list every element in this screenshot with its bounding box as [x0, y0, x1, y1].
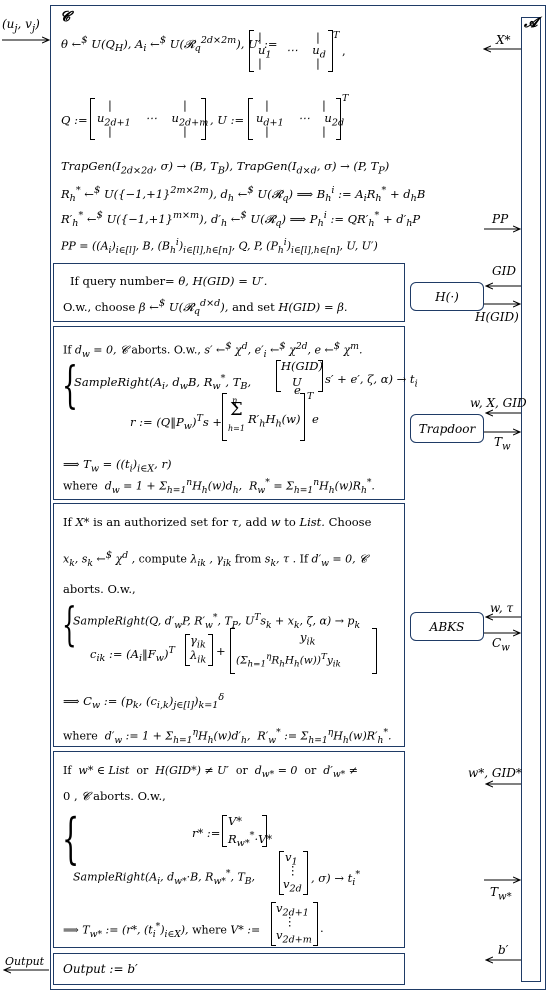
output-box	[53, 953, 405, 985]
challenger-label: 𝓒	[60, 9, 70, 25]
msg-wstar-gidstar: w*, GID*	[468, 766, 522, 780]
setup-line-4: Rh* ←$ U({−1,+1}2m×2m), dh ←$ U(𝓡q) ⟹ Bh…	[61, 185, 426, 205]
output-line: Output := b′	[63, 962, 138, 976]
msg-tw: Tw	[494, 435, 511, 453]
abks-oracle: ABKS	[410, 612, 484, 641]
msg-hgid: H(GID)	[475, 310, 519, 324]
abks-line-6: ⟹ Cw := (pk, (ci,k)j∈[l])k=1δ	[63, 692, 225, 712]
abks-line-2: xk, sk ←$ χd , compute λik , γik from sk…	[63, 550, 367, 569]
final-line-2: 0 , 𝓒 aborts. O.w.,	[63, 789, 166, 803]
abks-query-box	[53, 503, 405, 747]
abks-line-4: SampleRight(Q, d′wP, R′w*, TP, UTsk + xk…	[73, 612, 361, 631]
setup-line-2: Q :=	[61, 113, 88, 127]
hash-query-box	[53, 263, 405, 322]
abks-line-1: If X* is an authorized set for τ, add w …	[63, 515, 372, 529]
msg-bprime: b′	[498, 943, 509, 957]
msg-twstar: Tw*	[490, 885, 512, 903]
msg-xstar: X*	[496, 33, 511, 47]
challenger-frame	[50, 5, 546, 990]
final-line-3: r* :=	[192, 826, 221, 840]
trapdoor-line-4: ⟹ Tw = ((ti)i∈X, r)	[63, 457, 172, 475]
input-label: (uj, vj)	[2, 17, 40, 35]
setup-u-row: u1 ⋯ ud	[258, 43, 326, 61]
msg-wxgid: w, X, GID	[470, 396, 527, 410]
msg-cw: Cw	[492, 636, 510, 654]
abks-line-7: where d′w := 1 + Σh=1ηHh(w)d′h, R′w* := …	[63, 727, 392, 746]
final-line-1: If w* ∈ List or H(GID*) ≠ U′ or dw* = 0 …	[63, 764, 358, 781]
adversary-label: 𝓐	[524, 15, 538, 31]
trapdoor-oracle: Trapdoor	[410, 414, 484, 443]
msg-wtau: w, τ	[490, 601, 514, 615]
setup-line-1: θ ←$ U(QH), Ai ←$ U(𝓡q2d×2m), U′ :=	[61, 35, 278, 55]
hash-line-2: O.w., choose β ←$ U(𝓡qd×d), and set H(GI…	[63, 298, 348, 318]
trapdoor-line-2: SampleRight(Ai, dwB, Rw*, TB,	[74, 373, 252, 393]
challenge-box	[53, 751, 405, 948]
trapdoor-line-5: where dw = 1 + Σh=1nHh(w)dh, Rw* = Σh=1n…	[63, 477, 375, 496]
msg-gid: GID	[492, 264, 516, 278]
trapdoor-line-1: If dw = 0, 𝓒 aborts. O.w., s′ ←$ χd, e′i…	[63, 341, 363, 360]
hash-line-1: If query number= θ, H(GID) = U′.	[70, 274, 268, 288]
msg-pp: PP	[492, 212, 509, 226]
setup-line-6: PP = ((Ai)i∈[l], B, (Bhi)i∈[l],h∈[n], Q,…	[61, 237, 378, 256]
hash-oracle: H(·)	[410, 282, 484, 311]
setup-line-3: TrapGen(I2d×2d, σ) → (B, TB), TrapGen(Id…	[61, 159, 390, 177]
adversary-column	[521, 17, 541, 982]
output-label: Output	[5, 955, 45, 968]
setup-line-5: R′h* ←$ U({−1,+1}m×m), d′h ←$ U(𝓡q) ⟹ Ph…	[61, 210, 421, 230]
trapdoor-line-3: r := (Q‖Pw)Ts +	[130, 413, 223, 433]
abks-line-3: aborts. O.w.,	[63, 582, 136, 596]
final-line-4: SampleRight(Ai, dw*·B, Rw**, TB,	[73, 868, 256, 887]
abks-line-5: cik := (Ai‖Fw)T	[90, 645, 175, 665]
final-line-5: ⟹ Tw* := (r*, (ti*)i∈X), where V* :=	[63, 921, 261, 940]
trapdoor-query-box	[53, 326, 405, 500]
